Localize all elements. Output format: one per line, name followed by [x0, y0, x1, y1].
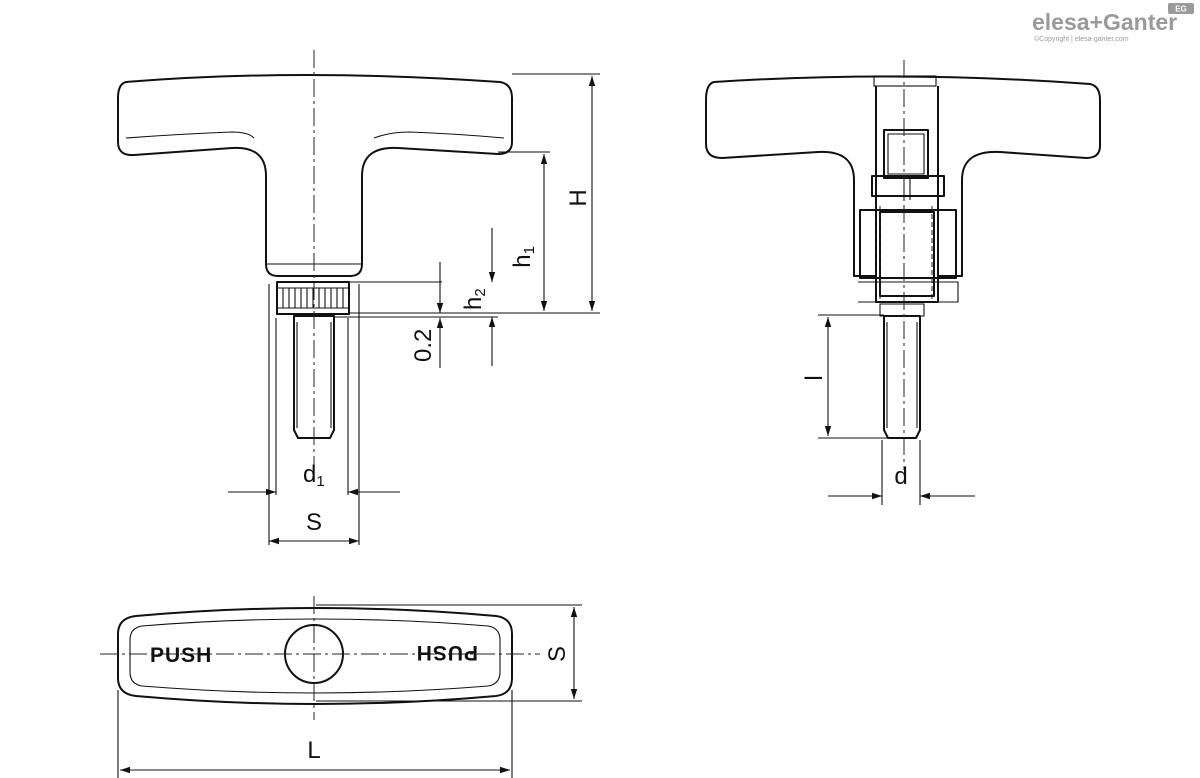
front-view: H h1 h2 0.2 d1 S	[117, 50, 600, 545]
section-body	[705, 75, 1101, 303]
t-handle-outline	[117, 74, 513, 277]
dim-d: d	[894, 463, 907, 490]
dim-d1: d1	[303, 461, 325, 490]
top-view: PUSH PUSH S L	[100, 596, 582, 778]
dim-l: l	[801, 375, 828, 380]
dim-h1: h1	[509, 246, 538, 268]
dim-L: L	[307, 737, 320, 764]
knurled-collar	[276, 281, 350, 315]
section-pin	[883, 315, 921, 439]
logo-text: elesa+Ganter	[1032, 9, 1177, 35]
top-outline	[117, 607, 513, 705]
brand-logo: elesa+Ganter EG ©Copyright | elesa-gante…	[1032, 3, 1194, 43]
internal-mechanism	[858, 129, 959, 303]
copyright-text: ©Copyright | elesa-ganter.com	[1034, 35, 1129, 43]
dim-H: H	[565, 189, 592, 206]
section-view: l d	[705, 60, 1101, 505]
svg-text:EG: EG	[1175, 5, 1187, 14]
dim-h2: h2	[460, 288, 489, 310]
dim-0-2: 0.2	[410, 329, 437, 362]
pin	[293, 315, 335, 439]
dim-S-front: S	[306, 509, 322, 536]
eg-badge-icon	[1168, 3, 1194, 14]
dim-S-top: S	[544, 646, 571, 662]
push-label-right: PUSH	[416, 641, 478, 664]
push-label-left: PUSH	[150, 644, 212, 667]
